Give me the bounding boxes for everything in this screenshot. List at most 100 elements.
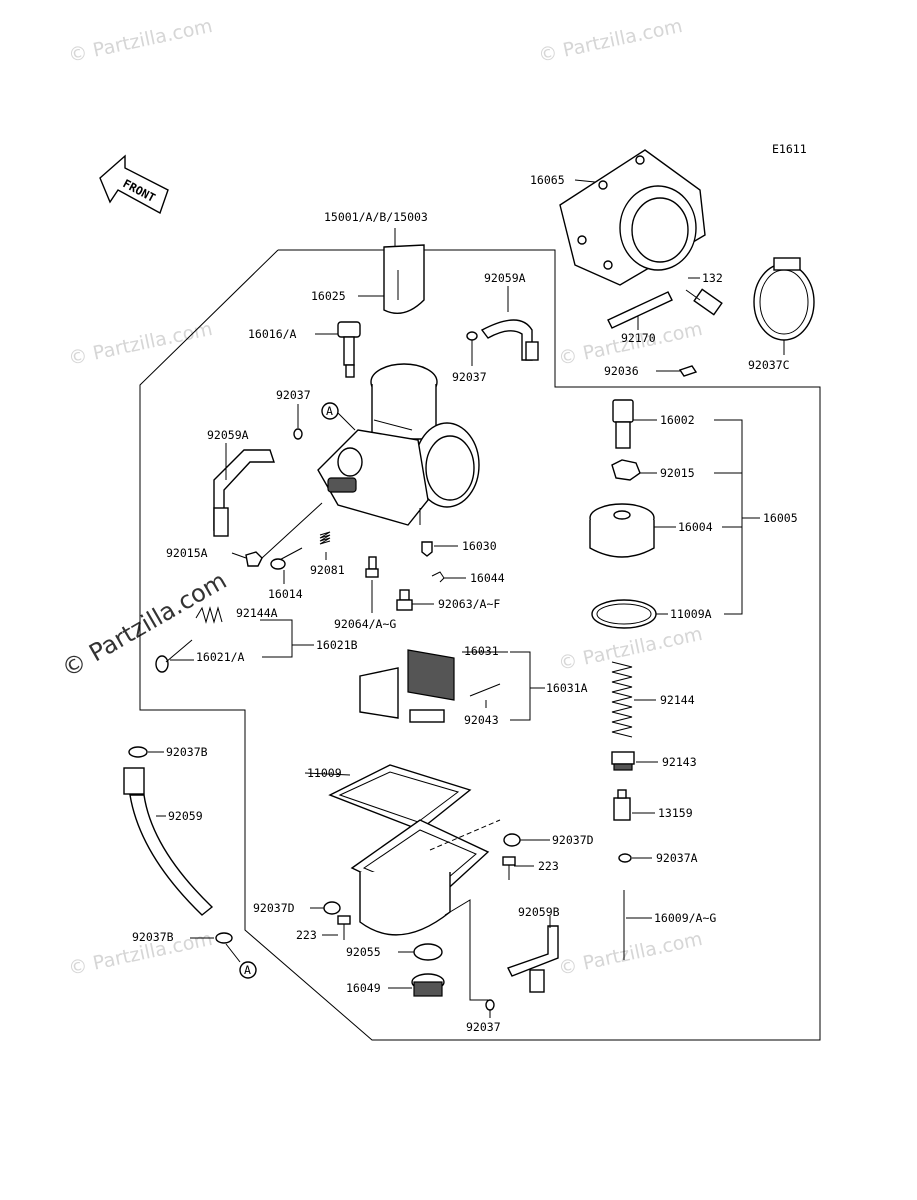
label-92037D-right: 92037D xyxy=(552,833,594,847)
jet-16030 xyxy=(421,541,433,557)
carburetor-body xyxy=(317,363,480,526)
label-16005: 16005 xyxy=(763,511,798,525)
label-223-left: 223 xyxy=(296,928,317,942)
screw-223-right xyxy=(502,856,516,880)
label-16031A: 16031A xyxy=(546,681,588,695)
clip-92037-top xyxy=(466,331,478,341)
callout-a-bottom xyxy=(239,961,257,979)
callout-a-bottom-text: A xyxy=(244,963,251,977)
screw-16016 xyxy=(337,321,361,378)
watermark-7: © Partzilla.com xyxy=(556,928,704,980)
label-92059A-left: 92059A xyxy=(207,428,249,442)
watermark-1: © Partzilla.com xyxy=(66,15,214,67)
label-16002: 16002 xyxy=(660,413,695,427)
oring-92055 xyxy=(413,943,443,961)
hose-92059A-left xyxy=(213,449,275,537)
cap-16004 xyxy=(589,503,655,558)
watermark-3: © Partzilla.com xyxy=(66,318,214,370)
hose-92059 xyxy=(123,767,214,916)
gasket-11009 xyxy=(328,764,472,831)
oring-92037A xyxy=(618,853,632,863)
valve-13159 xyxy=(613,789,631,821)
label-11009A: 11009A xyxy=(670,607,712,621)
label-92037B-bottom: 92037B xyxy=(132,930,174,944)
assembly-outline xyxy=(139,249,821,1041)
label-92064: 92064/A~G xyxy=(334,617,396,631)
hose-92059B xyxy=(507,925,559,993)
label-16004: 16004 xyxy=(678,520,713,534)
label-15001: 15001/A/B/15003 xyxy=(324,210,428,224)
label-16044: 16044 xyxy=(470,571,505,585)
label-92043: 92043 xyxy=(464,713,499,727)
label-132: 132 xyxy=(702,271,723,285)
label-16021: 16021/A xyxy=(196,650,245,664)
screw-223-left xyxy=(337,915,351,940)
label-92037-mid: 92037 xyxy=(276,388,311,402)
watermark-2: © Partzilla.com xyxy=(536,15,684,67)
screw-16014 xyxy=(270,547,303,570)
watermark-bold: © Partzilla.com xyxy=(57,566,231,683)
nut-92015 xyxy=(611,459,641,481)
callout-a-top xyxy=(321,402,339,420)
label-92015A: 92015A xyxy=(166,546,208,560)
hose-92059A-top xyxy=(480,319,539,361)
front-arrow-icon: FRONT xyxy=(99,154,169,215)
label-92143: 92143 xyxy=(662,755,697,769)
label-92036: 92036 xyxy=(604,364,639,378)
label-16014: 16014 xyxy=(268,587,303,601)
clip-92037-mid xyxy=(293,428,303,440)
label-223-right: 223 xyxy=(538,859,559,873)
label-92063: 92063/A~F xyxy=(438,597,500,611)
label-92037-top: 92037 xyxy=(452,370,487,384)
label-92081: 92081 xyxy=(310,563,345,577)
label-92037-bottom: 92037 xyxy=(466,1020,501,1034)
label-92059B: 92059B xyxy=(518,905,560,919)
slide-16025 xyxy=(383,244,425,314)
label-92059: 92059 xyxy=(168,809,203,823)
label-92170: 92170 xyxy=(621,331,656,345)
clip-16044 xyxy=(431,571,445,583)
screw-16002 xyxy=(612,399,634,449)
label-92037C: 92037C xyxy=(748,358,790,372)
clip-92037D-left xyxy=(323,901,341,915)
intake-manifold-16065 xyxy=(559,149,706,286)
nut-92015A xyxy=(245,551,263,567)
label-16021B: 16021B xyxy=(316,638,358,652)
bolt-132 xyxy=(685,288,723,316)
clip-92037-bottom xyxy=(485,999,495,1011)
label-16016: 16016/A xyxy=(248,327,297,341)
screw-16021 xyxy=(155,639,193,673)
clip-92037B-bottom xyxy=(215,932,233,944)
spring-92144A xyxy=(195,606,223,624)
jet-92063 xyxy=(396,589,413,611)
diagram-code: E1611 xyxy=(772,142,807,156)
spring-92144 xyxy=(611,661,633,738)
cap-92143 xyxy=(611,751,635,771)
label-92037B-top: 92037B xyxy=(166,745,208,759)
label-92059A-top: 92059A xyxy=(484,271,526,285)
clip-92036 xyxy=(678,365,698,377)
label-16065: 16065 xyxy=(530,173,565,187)
clip-92037B-top xyxy=(128,746,148,758)
float-16031 xyxy=(359,649,455,723)
label-92144: 92144 xyxy=(660,693,695,707)
label-92055: 92055 xyxy=(346,945,381,959)
label-92015: 92015 xyxy=(660,466,695,480)
label-13159: 13159 xyxy=(658,806,693,820)
label-16025: 16025 xyxy=(311,289,346,303)
jet-92064 xyxy=(365,556,379,578)
pin-92043 xyxy=(469,683,501,697)
label-16031: 16031 xyxy=(464,644,499,658)
label-16030: 16030 xyxy=(462,539,497,553)
float-bowl xyxy=(350,819,490,936)
clip-92037D-right xyxy=(503,833,521,847)
spring-92081 xyxy=(319,531,331,545)
label-16049: 16049 xyxy=(346,981,381,995)
plate-92170 xyxy=(607,291,673,329)
label-92144A: 92144A xyxy=(236,606,278,620)
plug-16049 xyxy=(411,973,445,997)
label-11009: 11009 xyxy=(307,766,342,780)
label-92037A: 92037A xyxy=(656,851,698,865)
callout-a-top-text: A xyxy=(326,404,333,418)
